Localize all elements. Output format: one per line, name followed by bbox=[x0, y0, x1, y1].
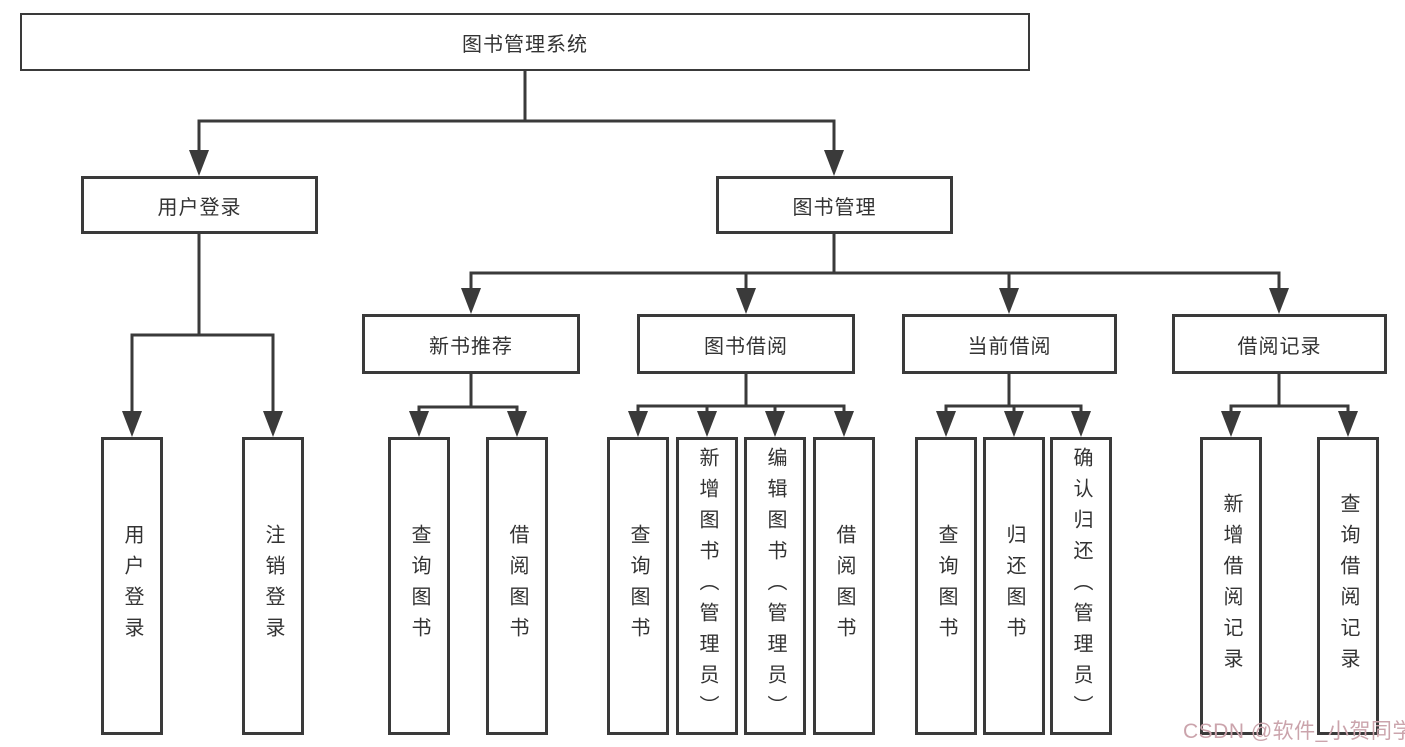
node-book-management: 图书管理 bbox=[716, 176, 953, 234]
leaf-label: 新增借阅记录 bbox=[1220, 493, 1242, 679]
leaf-label: 确认归还（管理员） bbox=[1070, 446, 1092, 726]
leaf-add-book-admin: 新增图书（管理员） bbox=[676, 437, 738, 735]
leaf-logout: 注销登录 bbox=[242, 437, 304, 735]
leaf-label: 注销登录 bbox=[262, 524, 284, 648]
leaf-query-books-borrowing: 查询图书 bbox=[607, 437, 669, 735]
leaf-confirm-return-admin: 确认归还（管理员） bbox=[1050, 437, 1112, 735]
leaf-user-login: 用户登录 bbox=[101, 437, 163, 735]
leaf-borrow-books-borrowing: 借阅图书 bbox=[813, 437, 875, 735]
leaf-label: 用户登录 bbox=[121, 524, 143, 648]
watermark: CSDN @软件_小贺同学 bbox=[1183, 720, 1405, 743]
node-user-login-branch: 用户登录 bbox=[81, 176, 318, 234]
leaf-label: 归还图书 bbox=[1003, 524, 1025, 648]
node-current-borrowing: 当前借阅 bbox=[902, 314, 1117, 374]
leaf-query-books-current: 查询图书 bbox=[915, 437, 977, 735]
leaf-label: 借阅图书 bbox=[833, 524, 855, 648]
leaf-label: 查询图书 bbox=[627, 524, 649, 648]
leaf-borrow-books-recommend: 借阅图书 bbox=[486, 437, 548, 735]
node-book-borrowing: 图书借阅 bbox=[637, 314, 855, 374]
leaf-add-borrow-record: 新增借阅记录 bbox=[1200, 437, 1262, 735]
leaf-label: 查询图书 bbox=[408, 524, 430, 648]
leaf-label: 借阅图书 bbox=[506, 524, 528, 648]
leaf-label: 查询借阅记录 bbox=[1337, 493, 1359, 679]
leaf-label: 新增图书（管理员） bbox=[696, 446, 718, 726]
leaf-label: 查询图书 bbox=[935, 524, 957, 648]
node-root: 图书管理系统 bbox=[20, 13, 1030, 71]
leaf-return-book: 归还图书 bbox=[983, 437, 1045, 735]
leaf-query-borrow-record: 查询借阅记录 bbox=[1317, 437, 1379, 735]
leaf-label: 编辑图书（管理员） bbox=[764, 446, 786, 726]
node-new-book-recommend: 新书推荐 bbox=[362, 314, 580, 374]
leaf-edit-book-admin: 编辑图书（管理员） bbox=[744, 437, 806, 735]
node-borrow-records: 借阅记录 bbox=[1172, 314, 1387, 374]
leaf-query-books-recommend: 查询图书 bbox=[388, 437, 450, 735]
